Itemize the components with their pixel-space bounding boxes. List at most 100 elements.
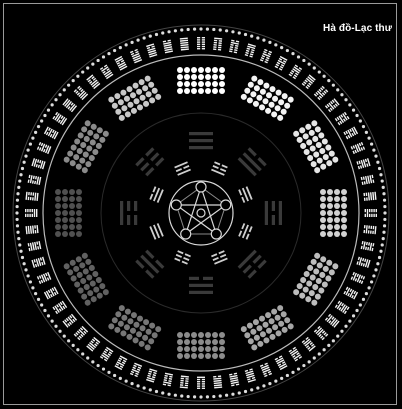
ring-dot — [18, 243, 21, 246]
dot — [151, 331, 159, 339]
dot — [73, 137, 81, 145]
dot — [62, 217, 68, 223]
dot — [325, 259, 333, 267]
ring-dot — [16, 199, 19, 202]
node-circle — [196, 182, 206, 192]
dot — [252, 100, 260, 108]
dot — [130, 107, 138, 115]
dot — [113, 326, 121, 334]
ring-dot — [382, 231, 385, 234]
dot — [271, 95, 279, 103]
dot — [86, 129, 94, 137]
dot — [306, 154, 314, 162]
ring-dot — [370, 142, 373, 145]
dot — [324, 143, 332, 151]
dot — [264, 107, 272, 115]
dot — [205, 88, 211, 94]
ring-dot — [332, 339, 335, 342]
dot — [77, 286, 85, 294]
dot — [274, 329, 282, 337]
dot — [123, 323, 131, 331]
dot — [69, 203, 75, 209]
dot — [132, 97, 140, 105]
dot — [114, 310, 122, 318]
dot — [334, 210, 340, 216]
ring-dot — [34, 292, 37, 295]
hexagram-icon — [28, 241, 42, 251]
ring-dot — [47, 109, 50, 112]
hexagram-icon — [275, 56, 288, 71]
dot — [135, 330, 143, 338]
ring-dot — [383, 205, 386, 208]
ring-dot — [199, 27, 202, 30]
dot — [324, 274, 332, 282]
ring-dot — [206, 28, 209, 31]
dot — [198, 332, 204, 338]
ring-dot — [362, 298, 365, 301]
dot — [328, 268, 336, 276]
ring-dot — [286, 49, 289, 52]
dot — [341, 224, 347, 230]
dot — [138, 94, 146, 102]
dot — [322, 153, 330, 161]
ring-dot — [268, 382, 271, 385]
hexagram-icon — [25, 192, 38, 201]
dot — [219, 81, 225, 87]
dot — [191, 81, 197, 87]
dot — [341, 189, 347, 195]
ring-dot — [130, 382, 133, 385]
dot — [191, 74, 197, 80]
dot — [66, 268, 74, 276]
hexagram-icon — [37, 272, 52, 284]
dot — [243, 87, 251, 95]
dot — [317, 131, 325, 139]
dot — [292, 130, 300, 138]
hexagram-icon — [52, 301, 67, 315]
dot — [55, 217, 61, 223]
hexagram-icon — [146, 368, 157, 382]
ring-dot — [54, 98, 57, 101]
hexagram-icon — [363, 225, 376, 234]
dot — [313, 166, 321, 174]
dot — [135, 88, 143, 96]
hexagram-icon — [260, 363, 272, 378]
ring-dot — [18, 179, 21, 182]
hexagram-icon — [363, 192, 376, 201]
dot — [184, 74, 190, 80]
dot — [147, 81, 155, 89]
dot — [72, 153, 80, 161]
dot — [118, 304, 126, 312]
dot — [63, 156, 71, 164]
ring-dot — [370, 280, 373, 283]
dot — [83, 283, 91, 291]
dot — [249, 328, 257, 336]
ring-dot — [47, 314, 50, 317]
hexagram-icon — [44, 127, 59, 140]
dot — [63, 262, 71, 270]
hexagram-icon — [44, 287, 59, 300]
ring-dot — [155, 390, 158, 393]
ring-dot — [102, 55, 105, 58]
dot — [205, 346, 211, 352]
ring-dot — [63, 88, 66, 91]
ring-dot — [231, 30, 234, 33]
dot — [147, 337, 155, 345]
dot — [246, 322, 254, 330]
ring-dot — [374, 268, 377, 271]
dot — [70, 274, 78, 282]
dot — [259, 330, 267, 338]
dot — [73, 280, 81, 288]
ring-dot — [340, 330, 343, 333]
ring-dot — [91, 360, 94, 363]
ring-dot — [16, 231, 19, 234]
ring-dot — [51, 103, 54, 106]
dot — [55, 224, 61, 230]
dot — [198, 88, 204, 94]
hexagram-icon — [289, 64, 303, 79]
hexagram-icon — [115, 355, 128, 370]
dot — [334, 196, 340, 202]
ring-dot — [262, 384, 265, 387]
dot — [141, 84, 149, 92]
ring-dot — [327, 344, 330, 347]
